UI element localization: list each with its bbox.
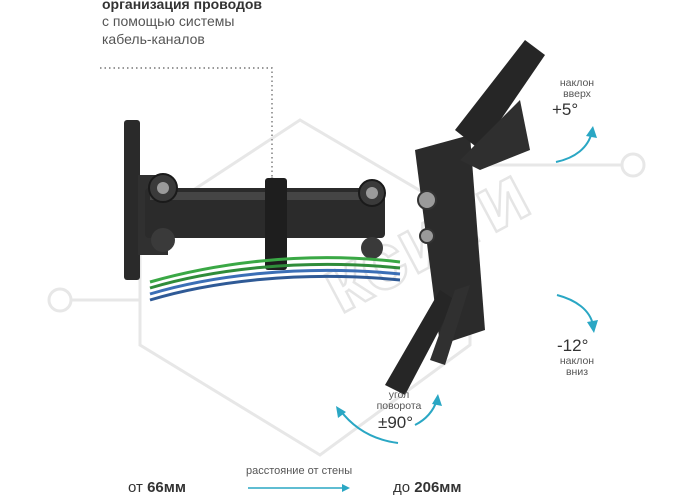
cable-note-line2: с помощью системы <box>102 13 235 29</box>
cable-note-pointer <box>100 67 273 178</box>
tilt-down-arrow-icon <box>556 294 598 333</box>
tilt-down-label1: наклон <box>559 355 595 367</box>
distance-min: от 66мм <box>128 479 186 496</box>
rotation-value: ±90° <box>378 413 414 432</box>
cables <box>149 256 401 302</box>
tilt-up-label1: наклон <box>559 77 595 89</box>
vesa-bracket <box>385 40 545 395</box>
tilt-up-value: +5° <box>552 100 579 119</box>
tilt-up-label2: вверх <box>563 88 591 100</box>
distance-arrow-icon <box>248 484 350 492</box>
cable-note-line1: организация проводов <box>102 0 263 12</box>
distance-max-value: 206мм <box>414 479 462 496</box>
distance-max-prefix: до <box>393 479 411 496</box>
distance-min-value: 66мм <box>147 479 186 496</box>
distance-max: до 206мм <box>393 479 462 496</box>
distance-min-prefix: от <box>128 479 143 496</box>
tilt-down-value: -12° <box>557 336 589 355</box>
rotation-arrow-icon <box>336 394 442 444</box>
rotation-label2: поворота <box>376 400 422 412</box>
distance-label: расстояние от стены <box>246 465 353 477</box>
watermark <box>47 118 646 457</box>
rotation-label1: угол <box>388 389 410 401</box>
tilt-down-label2: вниз <box>565 366 589 378</box>
mount-arm <box>145 173 386 270</box>
tilt-up-arrow-icon <box>555 126 597 163</box>
cable-note-line3: кабель-каналов <box>102 31 205 47</box>
